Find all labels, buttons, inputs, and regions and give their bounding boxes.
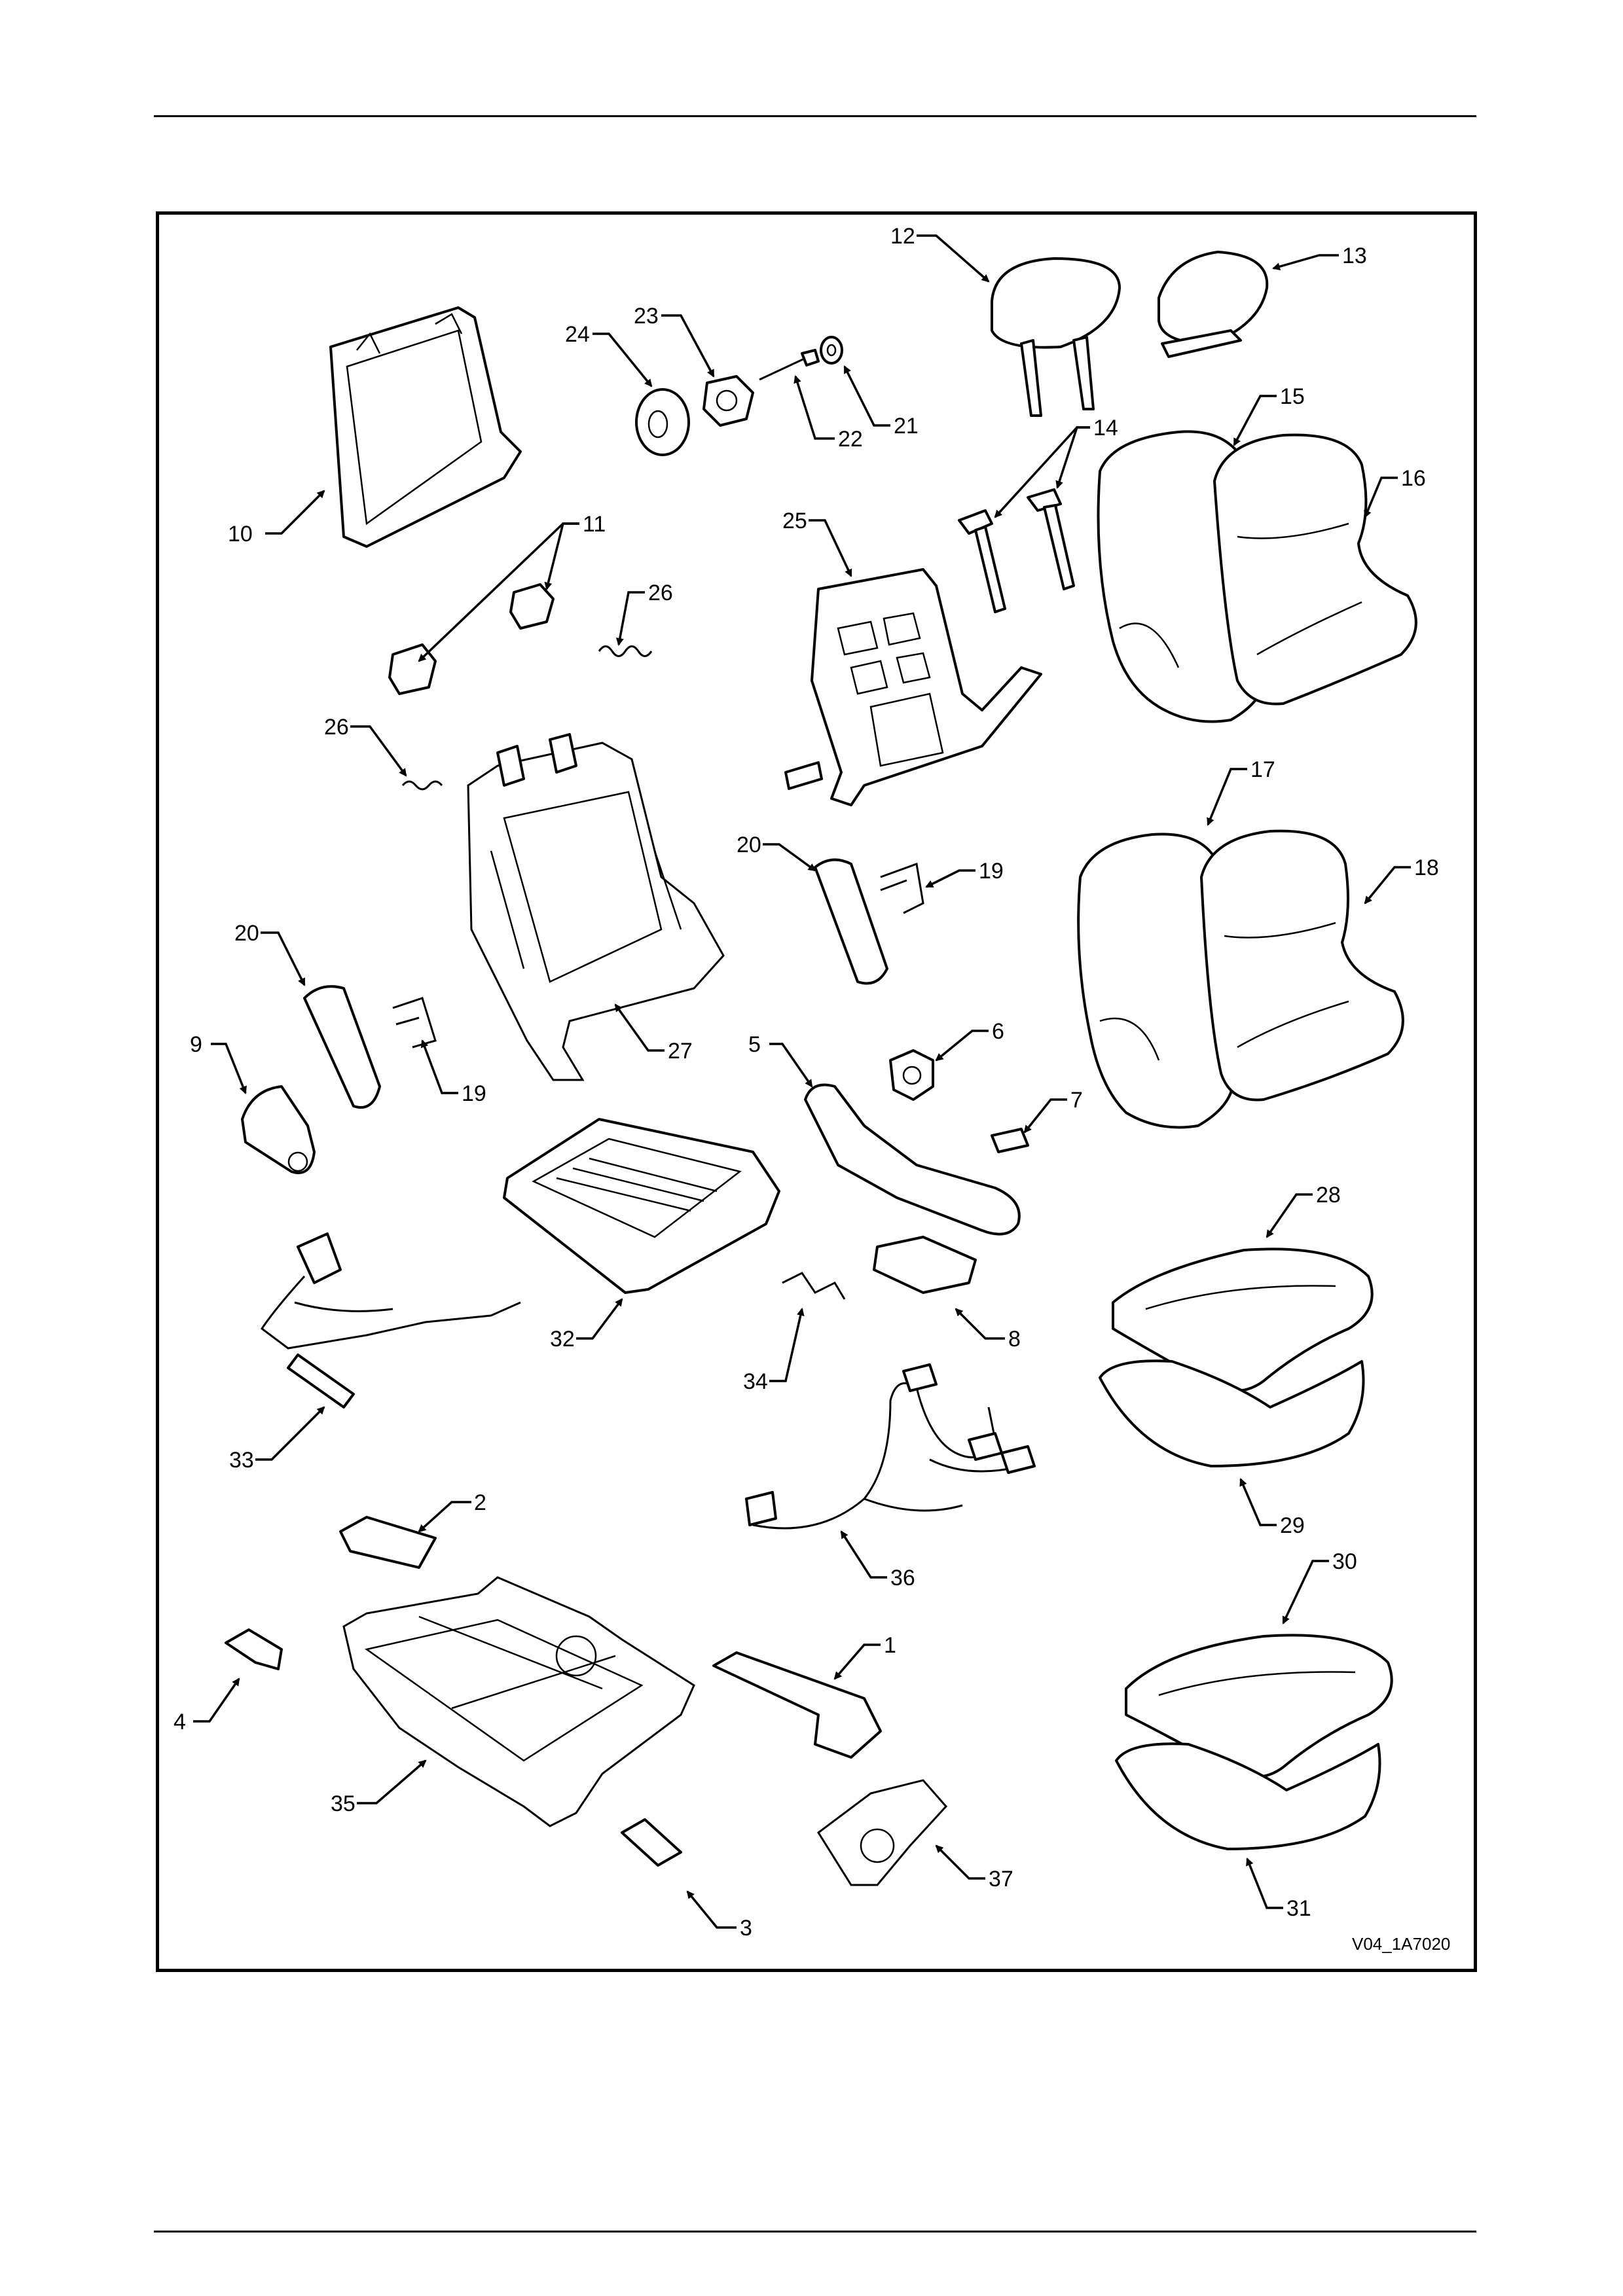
part-32-cushion-frame [504, 1119, 779, 1293]
part-4-clip [226, 1630, 282, 1669]
part-20-trim-left [304, 986, 380, 1107]
part-14-headrest-guides [959, 490, 1074, 612]
callout-3: 3 [740, 1916, 752, 1941]
callout-21: 21 [894, 414, 919, 439]
callout-33: 33 [229, 1448, 254, 1473]
part-19-wire-left [393, 998, 435, 1047]
part-12-headrest [992, 259, 1120, 416]
callout-5: 5 [748, 1032, 761, 1057]
callout-20-left: 20 [234, 921, 259, 946]
callout-27: 27 [668, 1039, 693, 1064]
callout-9: 9 [190, 1032, 202, 1057]
part-3-cap [622, 1820, 681, 1865]
part-5-side-shield [805, 1085, 1019, 1234]
callout-13: 13 [1342, 243, 1367, 268]
part-9-side-trim [242, 1086, 314, 1173]
callout-29: 29 [1280, 1513, 1305, 1538]
part-36-wiring-harness [746, 1365, 1034, 1528]
callout-2: 2 [474, 1490, 486, 1515]
callout-32: 32 [550, 1327, 575, 1352]
footer-rule [154, 2231, 1476, 2233]
part-21-washer [821, 337, 842, 363]
callout-25: 25 [782, 509, 807, 533]
part-6-knob [890, 1050, 933, 1100]
callout-1: 1 [884, 1633, 896, 1658]
part-16-backrest-cover-front [1214, 435, 1416, 704]
callout-28: 28 [1316, 1183, 1341, 1208]
callout-26-left: 26 [324, 715, 349, 740]
part-37-bracket [818, 1780, 946, 1885]
callout-4: 4 [173, 1710, 186, 1734]
part-19-wire-center [881, 864, 923, 913]
callout-18: 18 [1414, 855, 1439, 880]
part-11-clips [390, 584, 553, 694]
part-34-clip [782, 1273, 845, 1299]
callout-6: 6 [992, 1019, 1004, 1044]
callout-22: 22 [838, 427, 863, 452]
callout-34: 34 [743, 1369, 768, 1394]
callout-30: 30 [1332, 1549, 1357, 1574]
callout-20-center: 20 [737, 833, 761, 857]
callout-14: 14 [1093, 416, 1118, 440]
callout-10: 10 [228, 522, 253, 547]
part-8-control-module [874, 1237, 976, 1293]
part-27-backrest-frame [468, 734, 723, 1080]
callout-19-center: 19 [979, 859, 1004, 884]
part-7-switch [992, 1129, 1028, 1152]
part-13-headrest-rear [1159, 252, 1267, 357]
part-18-backrest-cover-front [1201, 831, 1403, 1100]
callout-24: 24 [565, 322, 590, 347]
callout-16: 16 [1401, 466, 1426, 491]
callout-23: 23 [634, 304, 659, 329]
callout-36: 36 [890, 1566, 915, 1590]
callout-12: 12 [890, 224, 915, 249]
part-1-rail-cover [714, 1653, 881, 1757]
callout-19-left: 19 [462, 1081, 486, 1106]
part-10-backrest-panel [331, 308, 520, 547]
callout-8: 8 [1008, 1327, 1021, 1352]
part-33-seat-buckle [262, 1234, 520, 1407]
part-26-springs [403, 647, 651, 790]
callout-7: 7 [1070, 1088, 1083, 1113]
part-24-handwheel [636, 389, 689, 455]
part-20-trim-center [815, 860, 887, 984]
figure-reference: V04_1A7020 [1352, 1934, 1450, 1954]
callout-31: 31 [1286, 1896, 1311, 1921]
callout-11: 11 [583, 512, 606, 537]
part-2-trim-cover [340, 1517, 435, 1568]
part-22-bolt [759, 350, 818, 380]
callout-17: 17 [1250, 757, 1275, 782]
part-35-seat-adjuster [344, 1577, 694, 1826]
callout-15: 15 [1280, 384, 1305, 409]
callout-26-right: 26 [648, 581, 673, 605]
callout-37: 37 [989, 1867, 1013, 1892]
part-23-recliner-hub [704, 376, 753, 425]
callout-35: 35 [331, 1791, 356, 1816]
